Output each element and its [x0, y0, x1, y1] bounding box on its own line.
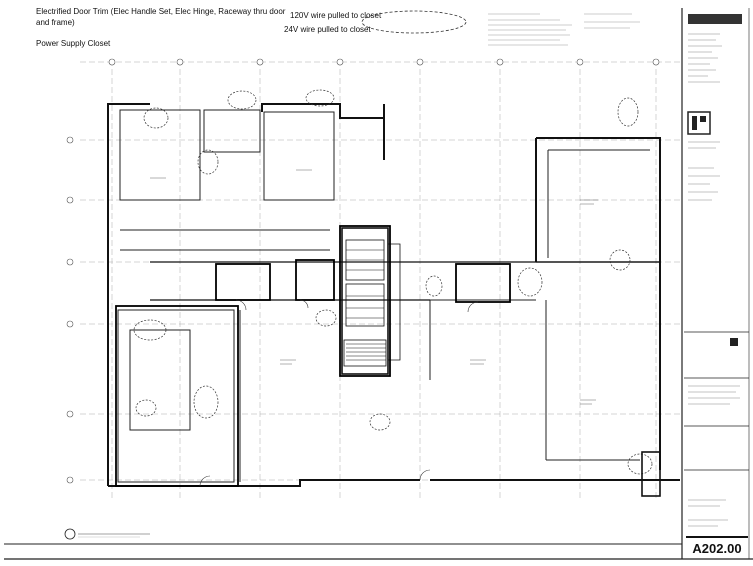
power-supply-closet-box: [641, 451, 661, 497]
legend-24v-wire: 24V wire pulled to closet: [284, 24, 371, 35]
highlighted-rooms: [115, 225, 511, 487]
central-core: [341, 227, 401, 375]
room-tags: [150, 169, 598, 405]
revision-cloud: [361, 10, 467, 34]
sheet-border: [4, 8, 753, 560]
corridor: [150, 261, 660, 301]
grid-bubbles: [66, 58, 660, 484]
legend-120v-wire: 120V wire pulled to closet: [290, 10, 381, 21]
legend-closet-text: Power Supply Closet: [36, 39, 111, 48]
legend-electrified-door-trim: Electrified Door Trim (Elec Handle Set, …: [36, 6, 286, 28]
drawing-title-marker: [64, 528, 150, 540]
exterior-walls: [107, 103, 680, 487]
title-block: [684, 14, 749, 527]
interior-walls: [117, 109, 650, 483]
legend-power-supply-closet: Power Supply Closet: [36, 38, 110, 49]
revision-clouds: [133, 89, 653, 475]
general-notes: [488, 13, 640, 46]
door-swings: [199, 299, 479, 487]
sheet-number: A202.00: [686, 536, 748, 560]
legend-door-trim-text: Electrified Door Trim (Elec Handle Set, …: [36, 7, 286, 27]
legend-24v-text: 24V wire pulled to closet: [284, 25, 371, 34]
legend-120v-text: 120V wire pulled to closet: [290, 11, 382, 20]
